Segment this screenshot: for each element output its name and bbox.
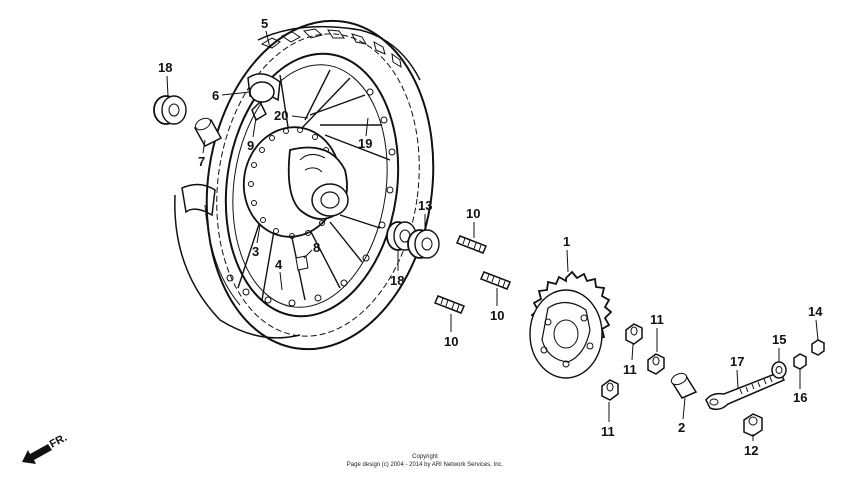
bearing-18-upper bbox=[153, 95, 187, 125]
callout-10-upper: 10 bbox=[466, 206, 480, 221]
callout-16: 16 bbox=[793, 390, 807, 405]
callout-18-center: 18 bbox=[390, 273, 404, 288]
callout-9: 9 bbox=[247, 138, 254, 153]
callout-13: 13 bbox=[418, 198, 432, 213]
callout-11-c: 11 bbox=[601, 424, 615, 439]
rim-strip bbox=[251, 100, 267, 122]
callout-20: 20 bbox=[274, 108, 288, 123]
front-label: FR. bbox=[48, 432, 69, 451]
callout-5: 5 bbox=[261, 16, 268, 31]
callout-11-a: 11 bbox=[623, 362, 637, 377]
callout-1: 1 bbox=[563, 234, 570, 249]
stud-10-middle bbox=[480, 271, 511, 290]
sprocket-1 bbox=[529, 270, 613, 379]
callout-14: 14 bbox=[808, 304, 823, 319]
callout-10-lower: 10 bbox=[444, 334, 458, 349]
copyright-notice: Copyright Page design (c) 2004 - 2014 by… bbox=[300, 453, 550, 469]
callout-18-upper: 18 bbox=[158, 60, 172, 75]
tire-bead-part bbox=[247, 73, 281, 103]
rim-holes bbox=[226, 88, 396, 307]
copyright-line-2: Page design (c) 2004 - 2014 by ARI Netwo… bbox=[346, 462, 504, 468]
callout-2: 2 bbox=[678, 420, 685, 435]
callout-6: 6 bbox=[212, 88, 219, 103]
adjuster-17 bbox=[705, 371, 786, 411]
wheel-assembly bbox=[174, 19, 435, 351]
nut-16 bbox=[793, 353, 807, 370]
callout-11-b: 11 bbox=[650, 312, 664, 327]
cap-nut-14 bbox=[811, 339, 825, 356]
tire-tread bbox=[257, 25, 421, 81]
spokes bbox=[237, 69, 391, 301]
stud-10-lower bbox=[434, 295, 465, 314]
nut-11-c bbox=[601, 379, 619, 401]
front-arrow-icon bbox=[22, 444, 52, 464]
callout-15: 15 bbox=[772, 332, 786, 347]
washer-15 bbox=[771, 361, 787, 379]
spacer-7 bbox=[193, 117, 223, 147]
valve bbox=[295, 255, 309, 271]
copyright-line-1: Copyright bbox=[412, 454, 438, 460]
callout-17: 17 bbox=[730, 354, 744, 369]
callout-12: 12 bbox=[744, 443, 758, 458]
callouts: 5 6 9 20 19 18 7 3 8 4 13 18 10 10 10 1 bbox=[158, 16, 823, 458]
axle-nut-12 bbox=[743, 413, 763, 437]
rim bbox=[224, 52, 400, 318]
nut-11-a bbox=[625, 323, 643, 345]
tire bbox=[205, 19, 435, 351]
callout-8: 8 bbox=[313, 240, 320, 255]
collar-13 bbox=[407, 229, 440, 259]
nut-11-b bbox=[647, 353, 665, 375]
front-direction-indicator: FR. bbox=[22, 432, 69, 464]
tube bbox=[174, 194, 301, 339]
collar-2 bbox=[670, 372, 698, 399]
callout-19: 19 bbox=[358, 136, 372, 151]
callout-7: 7 bbox=[198, 154, 205, 169]
stud-10-upper bbox=[456, 235, 487, 254]
callout-3: 3 bbox=[252, 244, 259, 259]
callout-10-middle: 10 bbox=[490, 308, 504, 323]
callout-4: 4 bbox=[275, 257, 283, 272]
